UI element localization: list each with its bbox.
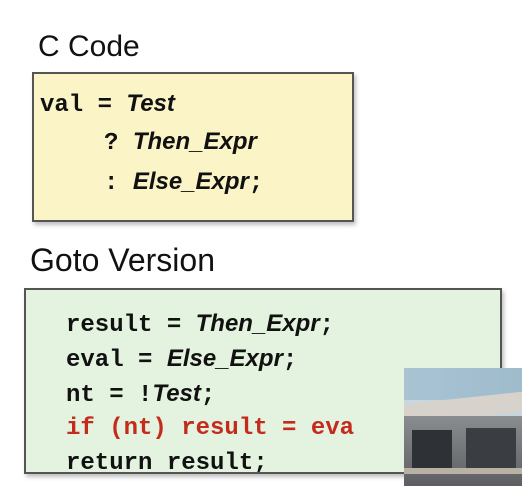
goto-line-1-lhs: result = [66, 312, 196, 339]
c-code-box: val = Test ? Then_Expr : Else_Expr; [32, 72, 354, 222]
c-code-line-2-op: ? [104, 130, 133, 157]
c-code-line-3-op: : [104, 170, 133, 197]
c-code-line-1-lhs: val = [40, 92, 127, 119]
c-code-else-expr: Else_Expr [132, 168, 249, 195]
goto-version-heading: Goto Version [30, 242, 215, 278]
webcam-photo-overlay [404, 368, 522, 486]
goto-line-3-lhs: nt = ! [66, 382, 153, 409]
c-code-line-3: : Else_Expr; [104, 170, 263, 196]
goto-line-2: eval = Else_Expr; [66, 347, 297, 373]
goto-line-1-expr: Then_Expr [195, 310, 320, 337]
c-code-line-1: val = Test [40, 92, 175, 118]
goto-line-2-end: ; [282, 347, 298, 374]
c-code-heading: C Code [38, 30, 140, 63]
photo-window [412, 430, 452, 470]
goto-line-3: nt = !Test; [66, 382, 215, 408]
c-code-test: Test [126, 90, 175, 117]
c-code-line-3-end: ; [248, 170, 264, 197]
c-code-then-expr: Then_Expr [132, 128, 257, 155]
goto-line-5: return result; [66, 450, 268, 474]
goto-line-2-expr: Else_Expr [166, 345, 283, 372]
goto-line-2-lhs: eval = [66, 347, 167, 374]
photo-window [466, 428, 516, 472]
goto-line-3-end: ; [200, 382, 216, 409]
goto-line-1-end: ; [319, 312, 335, 339]
photo-ledge [404, 468, 522, 474]
goto-line-1: result = Then_Expr; [66, 312, 334, 338]
c-code-line-2: ? Then_Expr [104, 130, 257, 156]
goto-line-3-expr: Test [152, 380, 201, 407]
goto-line-4: if (nt) result = eva [66, 415, 355, 442]
